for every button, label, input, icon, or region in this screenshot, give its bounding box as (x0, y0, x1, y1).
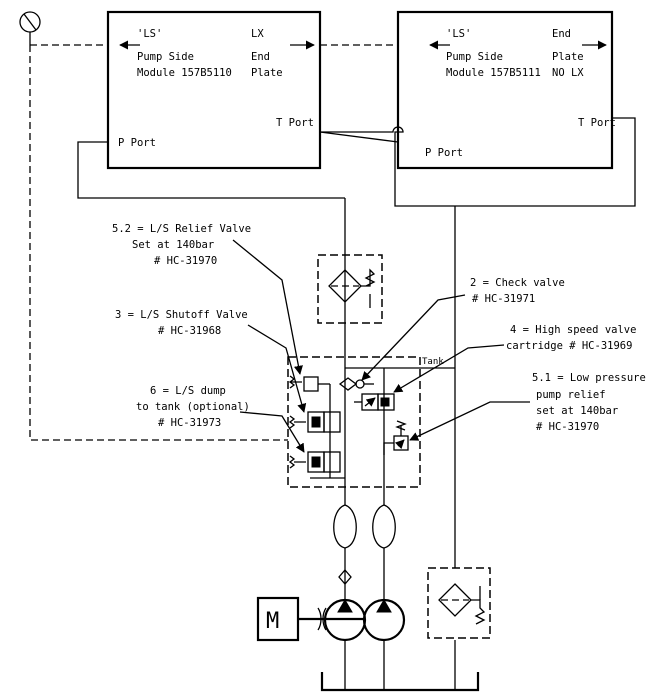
module-right: 'LS' Pump Side Module 157B5111 End Plate… (396, 10, 616, 170)
module-left-end1: LX (251, 28, 264, 40)
callout-dump-l3: # HC-31973 (158, 417, 221, 429)
callout-check-l1: 2 = Check valve (470, 277, 565, 289)
callout-shutoff-3: 3 = L/S Shutoff Valve # HC-31968 (115, 309, 307, 413)
suction-check-icon (338, 569, 352, 585)
callout-dump-l1: 6 = L/S dump (150, 385, 226, 397)
electric-motor-icon: M (256, 596, 327, 642)
hydraulic-lines (77, 117, 636, 690)
module-right-end2: Plate (552, 51, 584, 63)
module-right-p-port: P Port (425, 147, 463, 159)
module-right-end3: NO LX (552, 67, 584, 79)
reservoir-tank (320, 672, 480, 692)
callout-lowpressure-l4: # HC-31970 (536, 421, 599, 433)
module-left-line1: Pump Side (137, 51, 194, 63)
module-left-t-port: T Port (276, 117, 314, 129)
module-right-end1: End (552, 28, 571, 40)
module-right-line2: Module 157B5111 (446, 67, 541, 79)
callout-dump-6: 6 = L/S dump to tank (optional) # HC-319… (136, 385, 305, 453)
high-speed-valve-4 (354, 393, 395, 411)
relief-valve-5-2 (288, 375, 331, 478)
callout-shutoff-l2: # HC-31968 (158, 325, 221, 337)
check-valve-2 (338, 377, 374, 391)
callout-check-l2: # HC-31971 (472, 293, 535, 305)
module-right-ls: 'LS' (446, 28, 471, 40)
module-left-p-port: P Port (118, 137, 156, 149)
flex-hoses (333, 504, 396, 549)
callout-relief-l2: Set at 140bar (132, 239, 214, 251)
callout-dump-l2: to tank (optional) (136, 401, 250, 413)
callout-highspeed-4: 4 = High speed valve cartridge # HC-3196… (393, 324, 636, 393)
callout-relief-5-2: 5.2 = L/S Relief Valve Set at 140bar # H… (112, 223, 303, 375)
motor-label: M (266, 609, 279, 634)
return-filter-icon (427, 567, 491, 639)
callout-shutoff-l1: 3 = L/S Shutoff Valve (115, 309, 248, 321)
hydraulic-pump-icon (323, 598, 406, 642)
tank-label: Tank (422, 357, 444, 367)
module-left-end2: End (251, 51, 270, 63)
module-right-line1: Pump Side (446, 51, 503, 63)
callout-relief-l3: # HC-31970 (154, 255, 217, 267)
filter-icon (317, 254, 383, 324)
callout-highspeed-l2: cartridge # HC-31969 (506, 340, 632, 352)
callout-lowpressure-l2: pump relief (536, 389, 606, 401)
callout-check-2: 2 = Check valve # HC-31971 (361, 277, 565, 381)
pressure-gauge-icon (19, 11, 41, 45)
module-right-t-port: T Port (578, 117, 616, 129)
callout-lowpressure-5-1: 5.1 = Low pressure pump relief set at 14… (409, 372, 646, 441)
callout-highspeed-l1: 4 = High speed valve (510, 324, 636, 336)
ls-pilot-line (29, 44, 398, 441)
module-left-ls: 'LS' (137, 28, 162, 40)
module-left: 'LS' Pump Side Module 157B5110 LX End Pl… (106, 10, 322, 170)
callout-relief-l1: 5.2 = L/S Relief Valve (112, 223, 251, 235)
callout-lowpressure-l3: set at 140bar (536, 405, 618, 417)
module-left-end3: Plate (251, 67, 283, 79)
low-pressure-relief-5-1 (383, 420, 409, 455)
shutoff-valve-3 (288, 411, 341, 433)
ls-manifold: Tank (287, 356, 444, 488)
module-left-line2: Module 157B5110 (137, 67, 232, 79)
dump-valve-6 (288, 451, 345, 479)
callout-lowpressure-l1: 5.1 = Low pressure (532, 372, 646, 384)
